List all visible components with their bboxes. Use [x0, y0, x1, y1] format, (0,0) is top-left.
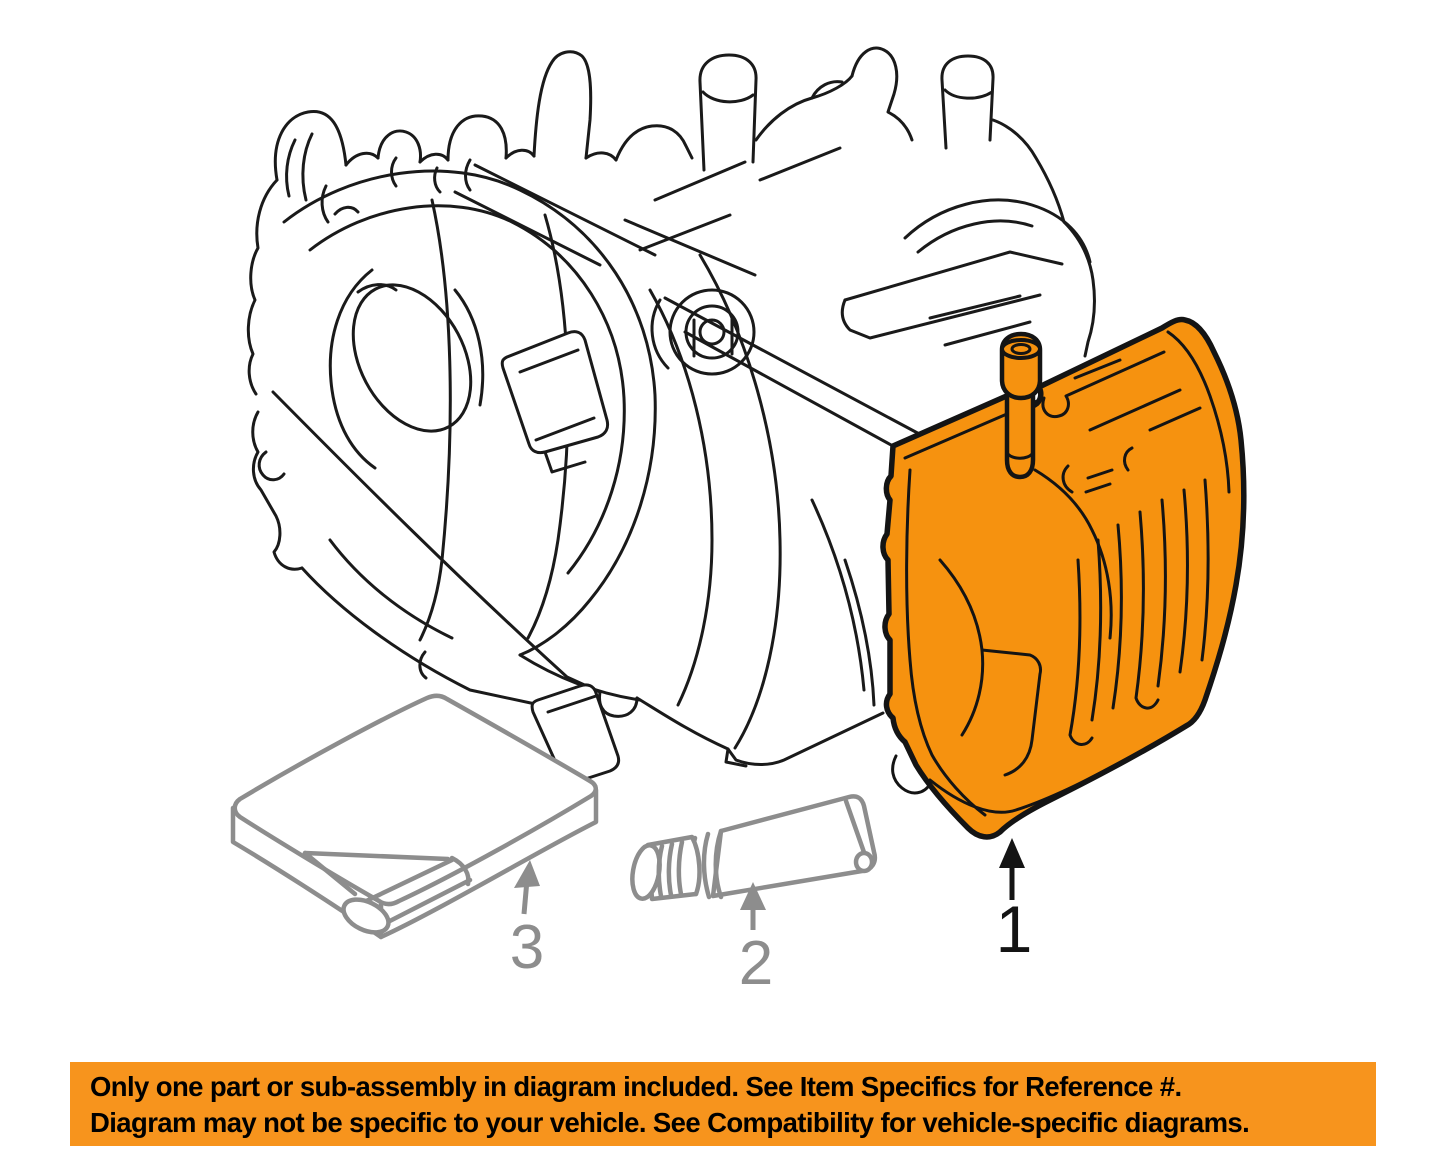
arrow-up-icon — [740, 882, 766, 910]
parts-diagram: 1 3 2 — [230, 46, 1247, 998]
callout-3: 3 — [510, 860, 544, 982]
callout-label-2: 2 — [739, 929, 773, 998]
disclaimer-banner: Only one part or sub-assembly in diagram… — [70, 1062, 1376, 1146]
callout-label-1: 1 — [996, 892, 1033, 966]
arrow-up-icon — [999, 838, 1025, 868]
oil-pan-drawing — [880, 316, 1247, 840]
pan-tube — [999, 331, 1043, 480]
disclaimer-line-2: Diagram may not be specific to your vehi… — [90, 1107, 1250, 1138]
callout-2: 2 — [739, 882, 773, 998]
sealant-tube-drawing — [630, 794, 878, 902]
disclaimer-line-1: Only one part or sub-assembly in diagram… — [90, 1071, 1182, 1102]
callout-1: 1 — [996, 838, 1033, 966]
arrow-up-icon — [514, 860, 540, 888]
filter-gasket-drawing — [230, 693, 599, 940]
transmission-case-drawing — [246, 46, 1096, 802]
diagram-canvas: 1 3 2 — [230, 46, 1247, 998]
callout-label-3: 3 — [510, 913, 544, 982]
